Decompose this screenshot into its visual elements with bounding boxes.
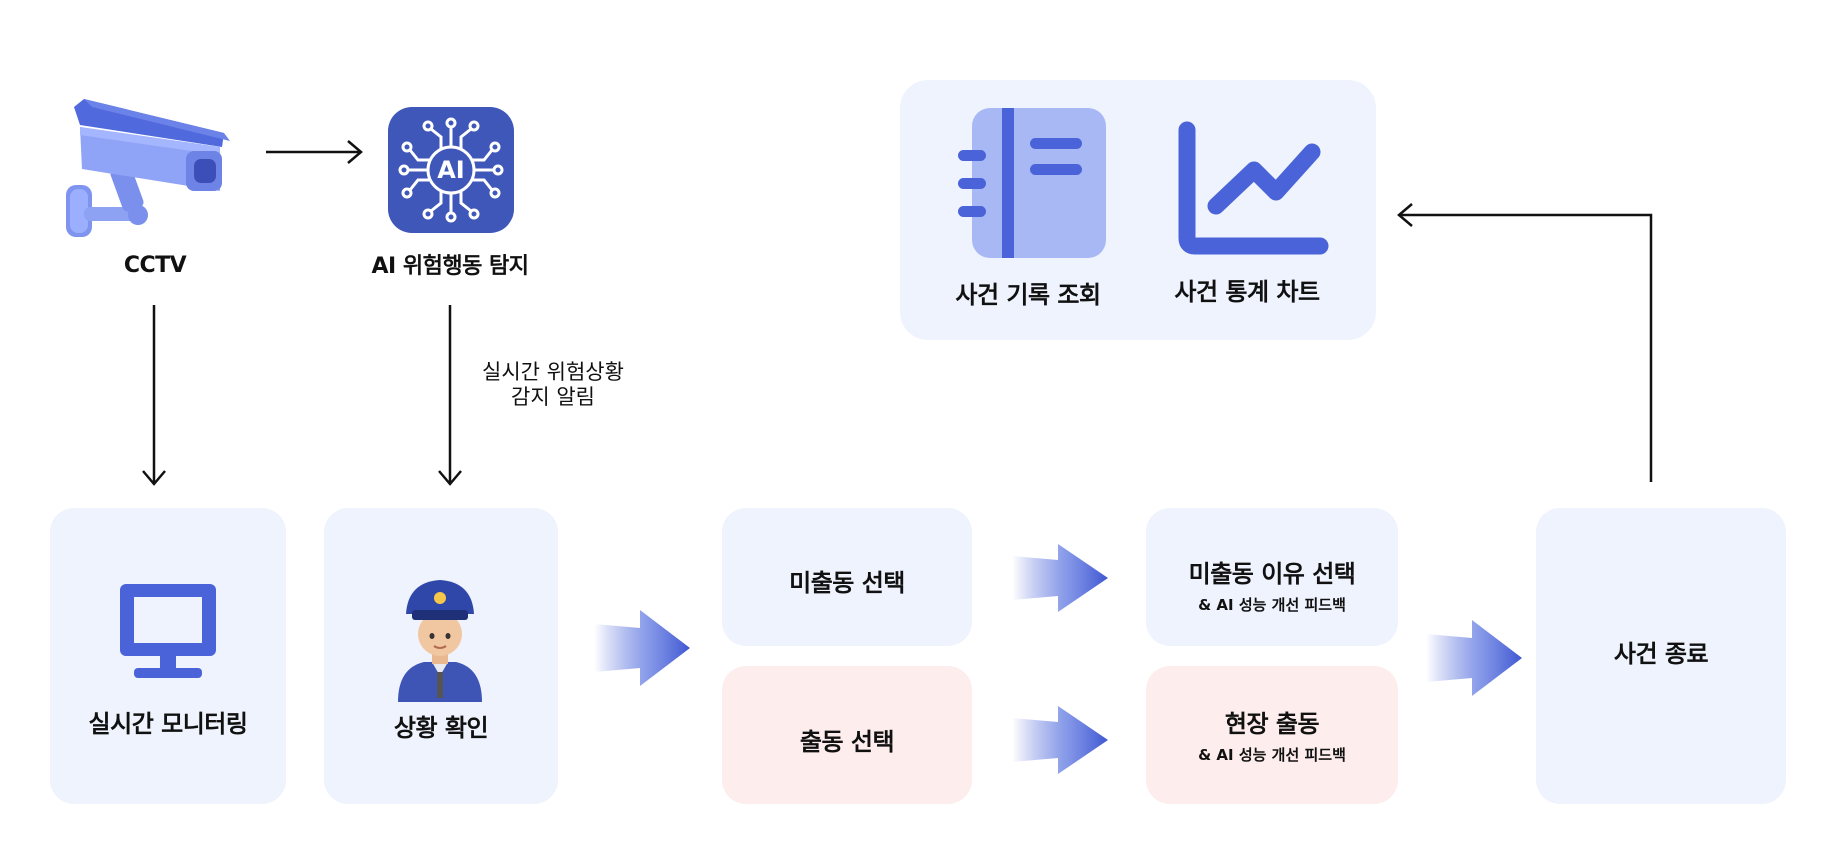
ai-detection-label: AI 위험행동 탐지: [371, 254, 529, 279]
ai-chip-icon: AI: [388, 107, 514, 233]
gradient-arrow-icon: [1012, 706, 1108, 774]
records-panel: 사건 기록 조회 사건 통계 차트: [900, 80, 1376, 340]
case-records-label: 사건 기록 조회: [955, 281, 1101, 309]
situation-check-card: 상황 확인: [324, 508, 558, 804]
ai-circuit-graphic: [398, 117, 504, 223]
case-closed-card: 사건 종료: [1536, 508, 1786, 804]
dispatch-label: 출동 선택: [799, 728, 895, 756]
police-officer-icon: [398, 580, 482, 702]
cctv-node: CCTV: [60, 95, 260, 285]
field-dispatch-sublabel: & AI 성능 개선 피드백: [1198, 746, 1346, 764]
gradient-arrow-icon: [1426, 620, 1522, 696]
situation-check-label: 상황 확인: [393, 714, 489, 742]
case-stats-label: 사건 통계 차트: [1174, 278, 1320, 306]
case-closed-label: 사건 종료: [1613, 640, 1709, 668]
dispatch-card: 출동 선택: [722, 666, 972, 804]
edge-label-realtime-alert: 실시간 위험상황 감지 알림: [468, 360, 638, 410]
notebook-icon: [958, 108, 1106, 258]
cctv-camera-icon: [66, 99, 230, 237]
ai-chip-text: AI: [437, 156, 465, 184]
ai-detection-node: AI AI 위험행동 탐지: [360, 105, 540, 285]
edge-label-line1: 실시간 위험상황: [482, 360, 624, 384]
gradient-arrow-icon: [594, 610, 690, 686]
cctv-label: CCTV: [123, 253, 187, 278]
field-dispatch-card: 현장 출동 & AI 성능 개선 피드백: [1146, 666, 1398, 804]
line-chart-icon: [1178, 121, 1329, 255]
edge-label-line2: 감지 알림: [511, 385, 595, 409]
no-dispatch-reason-sublabel: & AI 성능 개선 피드백: [1198, 596, 1346, 614]
realtime-monitoring-label: 실시간 모니터링: [88, 710, 248, 738]
field-dispatch-label: 현장 출동: [1224, 710, 1320, 738]
monitor-icon: [120, 584, 216, 678]
no-dispatch-reason-card: 미출동 이유 선택 & AI 성능 개선 피드백: [1146, 508, 1398, 646]
no-dispatch-reason-label: 미출동 이유 선택: [1188, 560, 1356, 588]
no-dispatch-label: 미출동 선택: [789, 569, 905, 597]
gradient-arrow-icon: [1012, 544, 1108, 612]
no-dispatch-card: 미출동 선택: [722, 508, 972, 646]
realtime-monitoring-card: 실시간 모니터링: [50, 508, 286, 804]
